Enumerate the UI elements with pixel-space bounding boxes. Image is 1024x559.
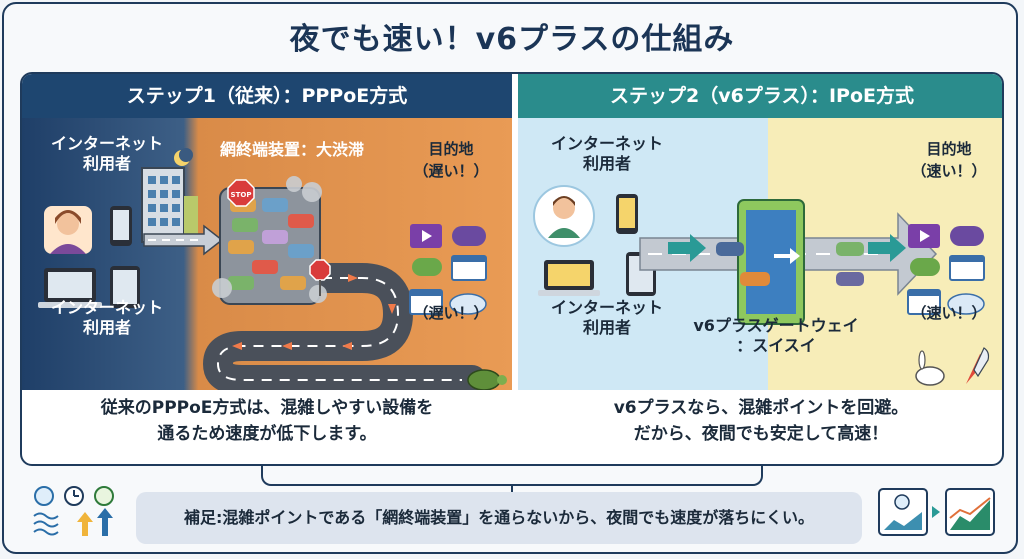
panels-container: ステップ1（従来）：PPPoE方式 (20, 72, 1004, 466)
video-icon (410, 224, 442, 248)
supplementary-note: 補足:混雑ポイントである「網終端装置」を通らないから、夜間でも速度が落ちにくい。 (136, 492, 862, 544)
browser-icon (451, 255, 487, 281)
speed-clock-icon (33, 486, 114, 536)
gamepad-icon (452, 226, 486, 246)
pppoe-user-bottom-label: インターネット 利用者 (50, 298, 163, 337)
ipoe-destination-label: 目的地 (926, 140, 972, 158)
gamepad-icon (910, 258, 940, 276)
tablet-icon (110, 266, 140, 308)
pppoe-panel: ステップ1（従来）：PPPoE方式 (22, 74, 512, 390)
pppoe-gateway-label: 網終端装置：大渋滞 (219, 140, 364, 159)
smartphone-icon (110, 206, 132, 246)
stop-sign-icon (309, 259, 331, 296)
ipoe-panel-body: インターネット 利用者 インターネット 利用者 v6プラスゲートウェイ ：スイス… (518, 118, 1002, 390)
rabbit-icon (915, 350, 945, 386)
video-icon (908, 224, 940, 248)
laptop-icon (38, 268, 102, 308)
ipoe-user-bottom-label: インターネット 利用者 (550, 298, 663, 337)
ipoe-dest-status-bottom: （速い！） (911, 304, 987, 322)
browser-icon (409, 289, 443, 315)
ipoe-illustration (518, 118, 1002, 390)
pppoe-entry-arrow (143, 224, 224, 256)
pppoe-panel-header: ステップ1（従来）：PPPoE方式 (22, 74, 512, 118)
ipoe-dest-status-top: （速い！） (911, 162, 987, 180)
ipoe-description: v6プラスなら、混雑ポイントを回避。 だから、夜間でも安定して高速！ (613, 398, 909, 444)
page-title: 夜でも速い！v6プラスの仕組み (289, 22, 735, 57)
pppoe-user-top-label: インターネット 利用者 (50, 134, 163, 173)
user-icon (533, 185, 595, 247)
gamepad-icon (412, 258, 442, 276)
traffic-jam-icon (212, 176, 327, 305)
user-icon (44, 206, 92, 254)
pppoe-dest-status-bottom: （遅い！） (413, 304, 489, 322)
moon-icon (174, 148, 193, 166)
pppoe-dest-status-top: （遅い！） (413, 162, 489, 180)
cloud-icon (449, 293, 487, 315)
gateway-icon (737, 199, 805, 325)
browser-icon (949, 255, 985, 281)
pppoe-panel-body: STOP (22, 118, 512, 390)
cloud-icon (947, 293, 985, 315)
pppoe-description: 従来のPPPoE方式は、混雑しやすい設備を 通るため速度が低下します。 (100, 398, 434, 444)
turtle-icon (467, 369, 507, 390)
rocket-icon (966, 347, 990, 384)
ipoe-user-top-label: インターネット 利用者 (550, 134, 663, 173)
summary-connector-stem (511, 486, 513, 496)
ipoe-panel: ステップ2（v6プラス）：IPoE方式 (518, 74, 1002, 390)
stop-sign-text: STOP (231, 191, 252, 199)
building-icon (141, 167, 198, 243)
chart-icon (878, 488, 995, 536)
pppoe-destination-label: 目的地 (428, 140, 474, 158)
summary-connector (261, 464, 763, 486)
car-icon (716, 242, 864, 286)
smartphone-icon (616, 194, 638, 234)
pppoe-illustration: STOP (22, 118, 512, 390)
laptop-icon (538, 260, 600, 296)
ipoe-gateway-label: v6プラスゲートウェイ ：スイスイ (693, 316, 859, 355)
ipoe-panel-header: ステップ2（v6プラス）：IPoE方式 (518, 74, 1002, 118)
browser-icon (907, 289, 941, 315)
gamepad-icon (950, 226, 984, 246)
stop-sign-icon: STOP (227, 179, 255, 207)
